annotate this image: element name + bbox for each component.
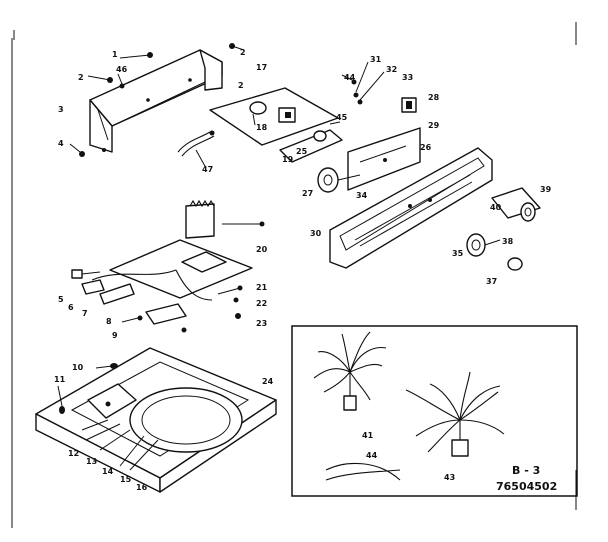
- part-number-1: 1: [112, 50, 118, 59]
- part-number-6: 6: [68, 303, 74, 312]
- wiring-inset: [291, 325, 578, 497]
- part-number-45: 45: [336, 113, 348, 122]
- part-number-13: 13: [86, 457, 97, 466]
- part-number-21: 21: [256, 283, 268, 292]
- part-number-44: 44: [344, 73, 356, 82]
- part-number-38: 38: [502, 237, 514, 246]
- part-number-35: 35: [452, 249, 464, 258]
- part-number-31: 31: [370, 55, 382, 64]
- small-parts-left: [71, 269, 187, 333]
- page-reference: B - 3: [512, 464, 540, 477]
- control-panel: [209, 87, 339, 146]
- part-number-34: 34: [356, 191, 368, 200]
- part-number-40: 40: [490, 203, 502, 212]
- part-number-44: 44: [366, 451, 378, 460]
- knob-left: [317, 167, 361, 193]
- part-number-18: 18: [256, 123, 268, 132]
- knobs-right: [466, 187, 541, 271]
- part-number-15: 15: [120, 475, 132, 484]
- drawing-number: 76504502: [496, 480, 557, 493]
- part-number-11: 11: [54, 375, 66, 384]
- console-back: [347, 127, 421, 191]
- console-faceplate: [329, 147, 493, 269]
- part-number-30: 30: [310, 229, 322, 238]
- part-number-39: 39: [540, 185, 552, 194]
- part-number-5: 5: [58, 295, 64, 304]
- part-number-25: 25: [296, 147, 308, 156]
- part-number-28: 28: [428, 93, 440, 102]
- screws-top-left: [69, 43, 245, 157]
- part-number-3: 3: [58, 105, 64, 114]
- small-parts-top-right: [341, 61, 417, 113]
- part-number-33: 33: [402, 73, 413, 82]
- part-number-47: 47: [202, 165, 213, 174]
- part-number-27: 27: [302, 189, 313, 198]
- console-bracket: [89, 49, 223, 153]
- part-number-23: 23: [256, 319, 267, 328]
- part-number-9: 9: [112, 331, 118, 340]
- part-number-2: 2: [238, 81, 244, 90]
- part-number-19: 19: [282, 155, 294, 164]
- part-number-4: 4: [58, 139, 64, 148]
- part-number-10: 10: [72, 363, 84, 372]
- part-number-labels: 1 2 46 2 2 3 4 17 18 19 47 45 25 44 31 3…: [54, 48, 552, 492]
- part-number-32: 32: [386, 65, 397, 74]
- part-number-22: 22: [256, 299, 267, 308]
- part-number-12: 12: [68, 449, 79, 458]
- frame-marks: [11, 22, 577, 528]
- part-number-46: 46: [116, 65, 128, 74]
- part-number-14: 14: [102, 467, 114, 476]
- part-number-37: 37: [486, 277, 497, 286]
- part-number-17: 17: [256, 63, 267, 72]
- harness-clip: [177, 130, 215, 169]
- part-number-41: 41: [362, 431, 374, 440]
- part-number-7: 7: [82, 309, 88, 318]
- part-number-43: 43: [444, 473, 455, 482]
- spring-bracket: [185, 199, 265, 239]
- hinge-parts: [57, 363, 159, 471]
- control-plate: [91, 239, 253, 319]
- part-number-29: 29: [428, 121, 440, 130]
- washer-top-cover: [35, 347, 277, 493]
- part-number-2: 2: [78, 73, 84, 82]
- part-number-20: 20: [256, 245, 268, 254]
- part-number-2: 2: [240, 48, 246, 57]
- part-number-26: 26: [420, 143, 432, 152]
- part-number-24: 24: [262, 377, 274, 386]
- switch-assembly: [279, 121, 343, 163]
- part-number-16: 16: [136, 483, 148, 492]
- part-number-8: 8: [106, 317, 112, 326]
